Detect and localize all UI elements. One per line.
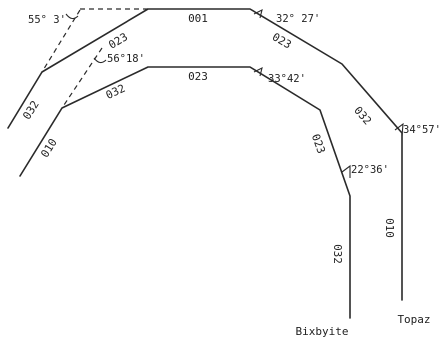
angle-inner-left: 56°18' [107,53,145,65]
inner-face-032-left: 032 [104,82,128,102]
inner-face-023-right: 023 [309,132,328,155]
angle-arc-outer-top [253,8,263,19]
angle-inner-top: 33°42' [268,73,306,85]
angle-outer-top: 32° 27' [276,13,320,25]
construction-line-diagonal [41,9,81,73]
angle-arc-inner-right [341,164,351,178]
angle-arc-outer-right [394,122,404,137]
inner-face-023-top: 023 [188,70,208,83]
outer-face-010-right: 010 [383,218,396,238]
inner-profile-name: Bixbyite [296,325,349,338]
angle-outer-right: 34°57' [403,124,439,136]
outer-face-001: 001 [188,12,208,25]
angle-outer-left: 55° 3' [28,14,66,26]
inner-face-032-right: 032 [331,244,344,264]
outer-profile-name: Topaz [397,313,430,326]
angle-arc-inner-left [93,57,107,64]
outer-face-023-left: 023 [106,30,130,51]
inner-profile-outline [19,66,351,319]
outer-face-032-right: 032 [351,104,374,128]
angle-arc-inner-top [253,66,263,77]
construction-line-inner-diagonal [61,47,103,109]
angle-inner-right: 22°36' [351,164,389,176]
angle-arc-outer-left [65,13,79,20]
